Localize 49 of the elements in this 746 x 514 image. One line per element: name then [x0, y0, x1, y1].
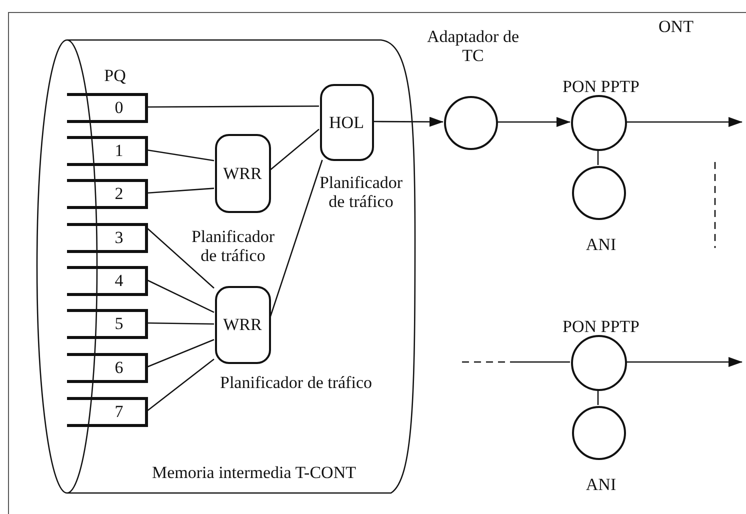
arrow	[373, 116, 444, 127]
queue-number: 4	[114, 271, 124, 290]
queue-number: 5	[114, 314, 124, 333]
node-label: PON PPTP	[561, 77, 640, 96]
queue-number: 0	[114, 98, 124, 117]
connector-line	[462, 361, 570, 363]
connector-line	[146, 339, 214, 368]
queue-box	[67, 397, 148, 427]
arrow	[497, 117, 570, 127]
buffer-cylinder	[37, 39, 417, 495]
device-frame	[8, 12, 746, 514]
node-label: ANI	[584, 235, 618, 254]
queue-box	[67, 309, 148, 339]
scheduler-caption: Planificador de tráfico	[318, 173, 404, 211]
queue-box	[67, 223, 148, 253]
connector-line	[146, 149, 214, 162]
connector-line	[597, 150, 599, 165]
node-label: Adaptador de TC	[426, 27, 520, 65]
connector-line	[147, 105, 319, 108]
scheduler-caption: Planificador de tráfico	[219, 373, 373, 392]
queue-box	[67, 136, 148, 166]
connector-line	[146, 188, 214, 194]
scheduler-label: WRR	[222, 164, 263, 182]
buffer-label: Memoria intermedia T-CONT	[151, 463, 357, 482]
connector-line	[270, 128, 320, 171]
queue-box	[67, 266, 148, 296]
connector-line	[147, 322, 214, 325]
connector-line	[597, 390, 599, 405]
queue-number: 7	[114, 402, 124, 421]
queue-number: 2	[114, 184, 124, 203]
connector-line	[146, 279, 214, 313]
connector-line	[269, 160, 323, 318]
queue-box	[67, 179, 148, 209]
queue-group-label: PQ	[103, 66, 127, 85]
arrow	[626, 357, 742, 367]
scheduler-caption: Planificador de tráfico	[190, 227, 276, 265]
scheduler-label: HOL	[328, 112, 365, 132]
queue-number: 6	[114, 358, 124, 377]
node-label: PON PPTP	[561, 317, 640, 336]
scheduler-label: WRR	[222, 315, 263, 334]
frame-label: ONT	[658, 17, 694, 36]
queue-box	[67, 93, 148, 123]
queue-number: 1	[114, 141, 124, 160]
queue-box	[67, 353, 148, 383]
queue-number: 3	[114, 228, 124, 247]
connector-line	[146, 228, 214, 289]
connector-line	[146, 358, 214, 412]
arrow	[626, 117, 742, 127]
node-label: ANI	[584, 475, 618, 494]
